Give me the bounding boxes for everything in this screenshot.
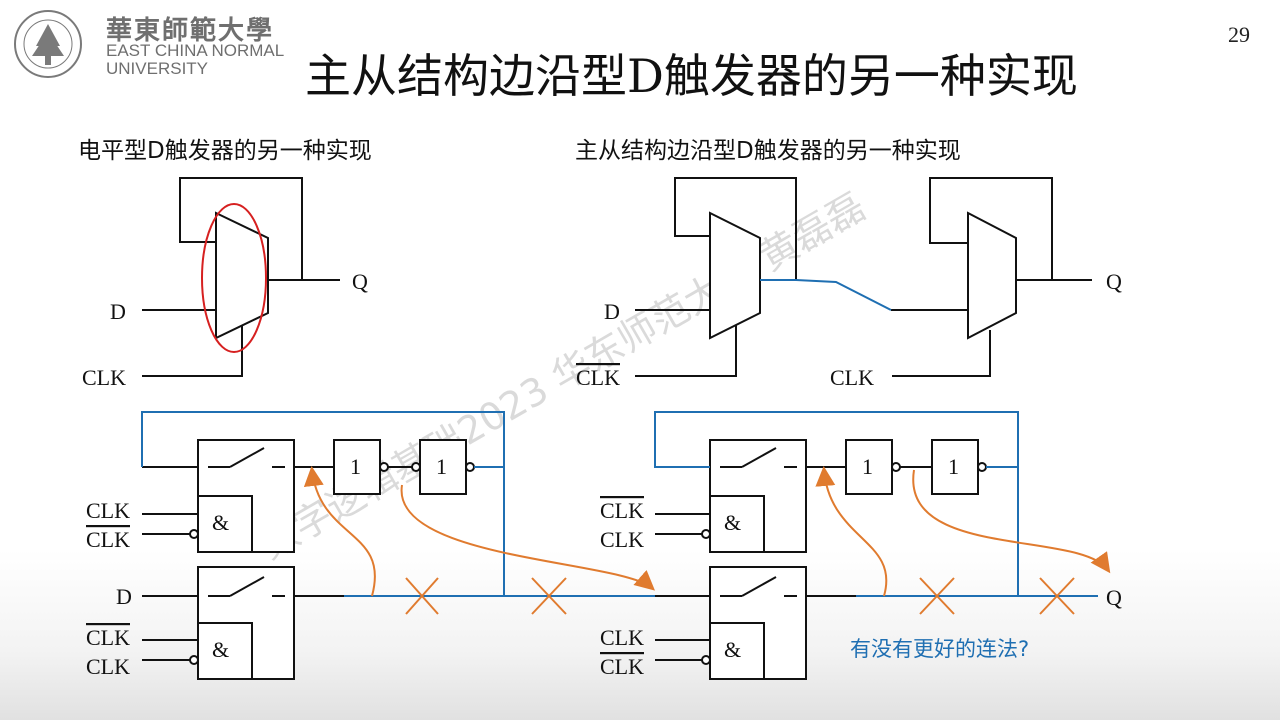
right-bottom-input-clk: CLK [600,625,644,650]
university-name-cn: 華東師範大學 [106,16,275,46]
university-seal-icon [14,10,82,78]
right-mux-clk-bar-label: CLK [576,365,620,390]
left-mux-d-label: D [110,299,126,324]
right-mux-clk-label: CLK [830,365,874,390]
slide-title: 主从结构边沿型D触发器的另一种实现 [305,49,1078,103]
left-mux-q-label: Q [352,269,368,294]
right-gate-diagram: & & 1 1 CLK CLK CLK CLK Q [600,411,1122,680]
right-bottom-input-clk-bar: CLK [600,654,644,679]
highlight-ellipse [201,203,267,353]
right-bottom-and-symbol: & [724,637,741,662]
university-name-en: EAST CHINA NORMAL UNIVERSITY [106,42,284,78]
cross-marks [405,577,1075,615]
university-name-en-line2: UNIVERSITY [106,59,209,78]
right-mux-q-label: Q [1106,269,1122,294]
left-bottom-and-symbol: & [212,637,229,662]
left-gate-diagram: & & 1 1 CLK CLK D CLK CLK [86,411,655,680]
left-bottom-input-d: D [116,584,132,609]
right-inverter1-symbol: 1 [862,454,873,479]
left-inverter1-symbol: 1 [350,454,361,479]
right-mux-d-label: D [604,299,620,324]
university-name-en-line1: EAST CHINA NORMAL [106,41,285,60]
question-text: 有没有更好的连法? [850,637,1029,661]
left-diagram-caption: 电平型D触发器的另一种实现 [78,138,372,164]
right-top-input-clk: CLK [600,527,644,552]
right-mux-diagram: 主从结构边沿型D触发器的另一种实现 Q D CLK CLK [575,138,1122,390]
left-bottom-input-clk: CLK [86,654,130,679]
right-output-q: Q [1106,585,1122,610]
left-top-input-clk: CLK [86,498,130,523]
left-mux-clk-label: CLK [82,365,126,390]
left-top-input-clk-bar: CLK [86,527,130,552]
right-inverter2-symbol: 1 [948,454,959,479]
left-mux-diagram: 电平型D触发器的另一种实现 Q D CLK [78,138,372,390]
left-bottom-input-clk-bar: CLK [86,625,130,650]
university-logo: 華東師範大學 EAST CHINA NORMAL UNIVERSITY [10,6,300,80]
page-number: 29 [1228,22,1250,47]
right-diagram-caption: 主从结构边沿型D触发器的另一种实现 [575,138,961,164]
annotation-arrows [303,466,1111,597]
right-top-and-symbol: & [724,510,741,535]
left-top-and-symbol: & [212,510,229,535]
right-top-input-clk-bar: CLK [600,498,644,523]
left-inverter2-symbol: 1 [436,454,447,479]
